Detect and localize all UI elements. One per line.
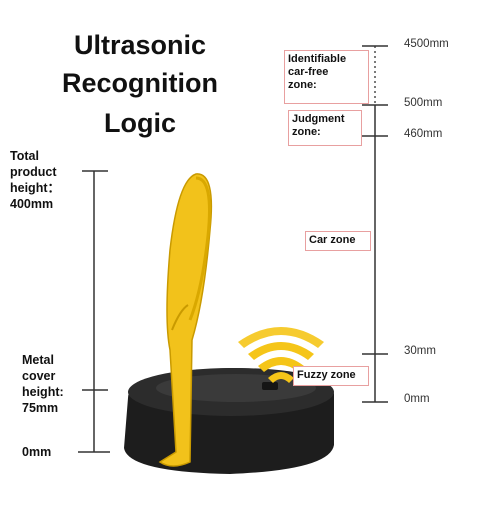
cover-height-line-1: Metal bbox=[22, 353, 54, 367]
zone-car-free-line-3: zone: bbox=[288, 79, 317, 91]
zone-judgment-line-1: Judgment bbox=[292, 113, 345, 125]
scale-value-0: 0mm bbox=[404, 393, 430, 405]
zone-fuzzy: Fuzzy zone bbox=[293, 366, 369, 386]
cover-height-label: Metal cover height: 75mm bbox=[22, 352, 64, 416]
zone-car: Car zone bbox=[305, 231, 371, 251]
title-line-3: Logic bbox=[104, 108, 176, 138]
zone-car-free: Identifiable car-free zone: bbox=[284, 50, 369, 104]
zero-label-left: 0mm bbox=[22, 445, 52, 459]
title-line-1: Ultrasonic bbox=[73, 30, 207, 60]
total-height-line-4: 400mm bbox=[10, 197, 54, 211]
cover-height-line-3: height: bbox=[22, 385, 64, 399]
total-height-label: Total product height： 400mm bbox=[10, 148, 60, 212]
zone-judgment-line-2: zone: bbox=[292, 126, 321, 138]
total-height-line-1: Total bbox=[10, 149, 39, 163]
zone-car-free-line-1: Identifiable bbox=[288, 53, 347, 65]
zone-judgment: Judgment zone: bbox=[288, 110, 362, 146]
cover-height-line-4: 75mm bbox=[22, 401, 59, 415]
cover-height-line-2: cover bbox=[22, 369, 56, 383]
total-height-line-2: product bbox=[10, 165, 57, 179]
total-height-line-3: height： bbox=[10, 181, 60, 195]
signal-waves-icon bbox=[238, 327, 324, 383]
lock-arm bbox=[158, 173, 213, 467]
zone-car-free-line-2: car-free bbox=[288, 66, 329, 78]
scale-value-4500: 4500mm bbox=[404, 38, 449, 50]
title-line-2: Recognition bbox=[62, 68, 218, 98]
scale-value-460: 460mm bbox=[404, 128, 443, 140]
scale-value-30: 30mm bbox=[404, 345, 436, 357]
scale-value-500: 500mm bbox=[404, 97, 443, 109]
